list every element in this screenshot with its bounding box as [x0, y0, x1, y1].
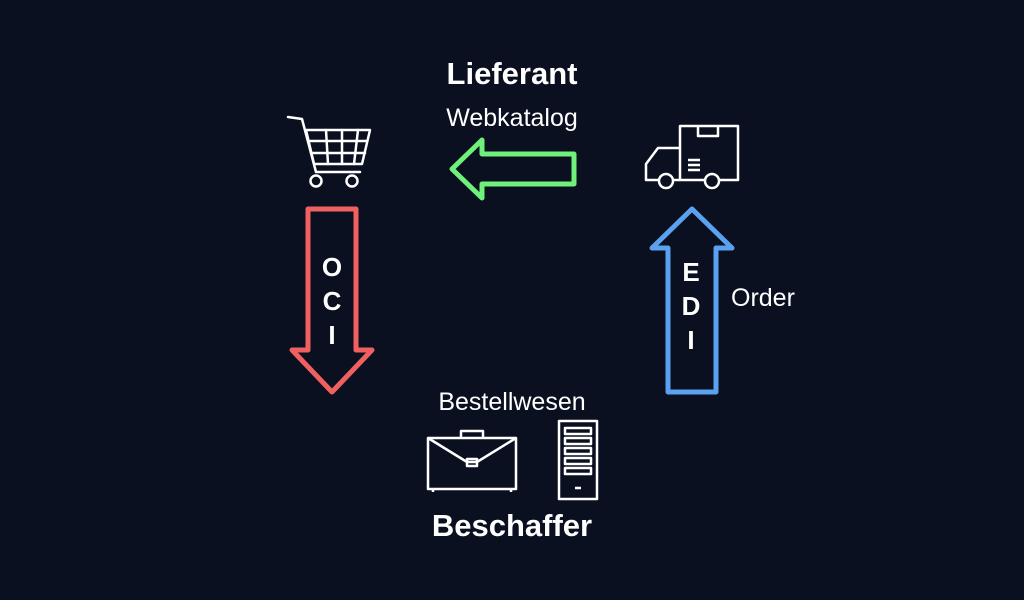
briefcase-icon: [426, 429, 518, 492]
oci-letter: I: [328, 320, 336, 350]
webcatalog-label: Webkatalog: [446, 104, 578, 132]
delivery-truck-icon: [644, 124, 740, 190]
oci-letter: C: [322, 286, 342, 316]
supplier-title: Lieferant: [446, 56, 578, 91]
edi-label: E D I: [676, 255, 706, 357]
shopping-cart-icon: [286, 115, 372, 188]
buyer-title: Beschaffer: [431, 508, 593, 543]
oci-label: O C I: [317, 250, 347, 352]
order-label: Order: [731, 284, 795, 312]
oci-letter: O: [321, 252, 343, 282]
edi-arrow: [649, 206, 735, 395]
edi-letter: E: [682, 257, 700, 287]
server-tower-icon: [557, 419, 599, 501]
webcatalog-arrow: [449, 137, 577, 201]
ordering-system-label: Bestellwesen: [438, 388, 586, 416]
oci-arrow: [289, 206, 375, 395]
edi-letter: D: [681, 291, 701, 321]
edi-letter: I: [687, 325, 695, 355]
